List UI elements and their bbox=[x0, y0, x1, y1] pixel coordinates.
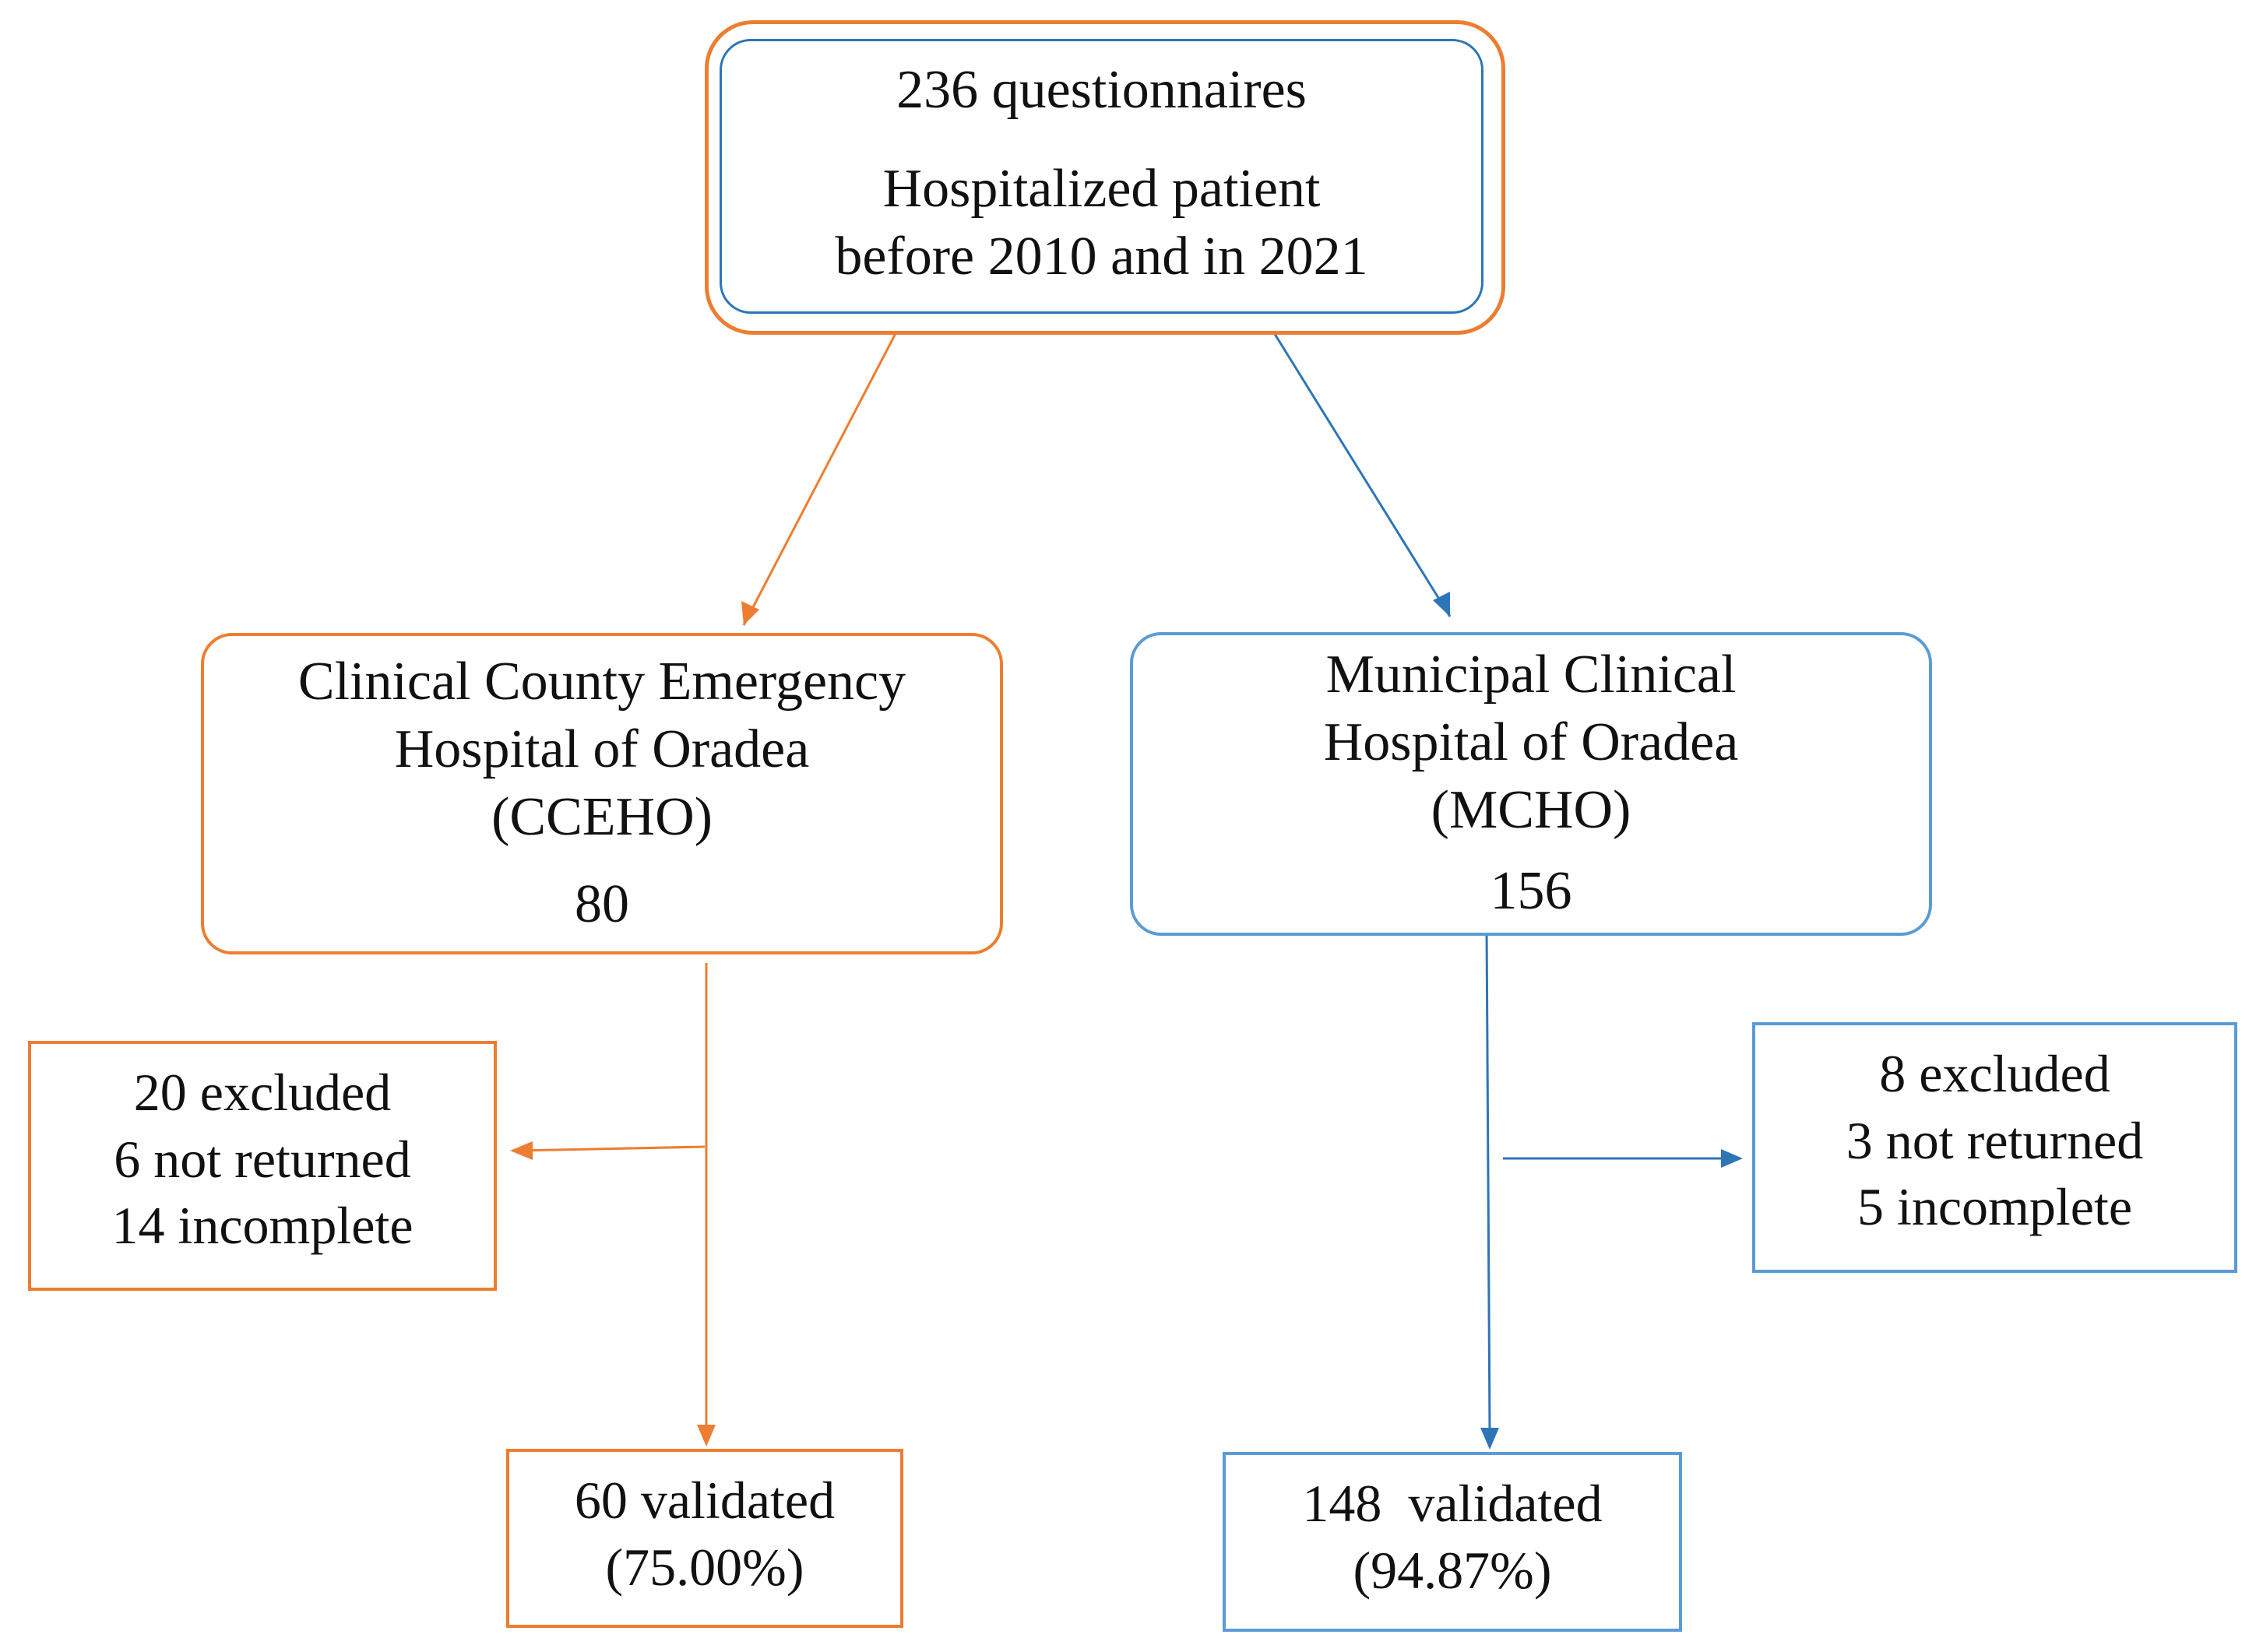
top-node: 236 questionnaires Hospitalized patient … bbox=[720, 39, 1483, 314]
cceho-abbreviation: (CCEHO) bbox=[491, 786, 713, 847]
cceho-incomplete: 14 incomplete bbox=[111, 1196, 414, 1256]
mcho-validated-count: 148 validated bbox=[1302, 1474, 1603, 1533]
cceho-node: Clinical County Emergency Hospital of Or… bbox=[201, 633, 1003, 954]
arrow-mcho-to-validated bbox=[1485, 926, 1491, 1432]
arrow-top-to-cceho bbox=[742, 322, 903, 626]
arrowhead-cceho-validated bbox=[697, 1425, 716, 1446]
cceho-validated-count: 60 validated bbox=[574, 1471, 836, 1530]
mcho-not-returned: 3 not returned bbox=[1846, 1110, 2144, 1170]
cceho-excluded-total: 20 excluded bbox=[133, 1063, 392, 1122]
arrowhead-mcho bbox=[1433, 592, 1450, 617]
cceho-not-returned: 6 not returned bbox=[114, 1129, 411, 1189]
cceho-count: 80 bbox=[575, 874, 629, 935]
mcho-excluded-box: 8 excluded 3 not returned 5 incomplete bbox=[1752, 1022, 2237, 1273]
arrowhead-mcho-excluded bbox=[1721, 1149, 1743, 1168]
questionnaire-count: 236 questionnaires bbox=[896, 60, 1307, 120]
mcho-name-line1: Municipal Clinical bbox=[1325, 645, 1737, 705]
arrow-cceho-to-excluded bbox=[517, 1145, 706, 1152]
arrowhead-mcho-validated bbox=[1480, 1428, 1499, 1450]
arrowhead-cceho-excluded bbox=[510, 1141, 533, 1160]
mcho-name-line2: Hospital of Oradea bbox=[1323, 712, 1739, 772]
mcho-abbreviation: (MCHO) bbox=[1431, 779, 1631, 840]
top-description-line2: before 2010 and in 2021 bbox=[835, 226, 1368, 286]
cceho-name-line2: Hospital of Oradea bbox=[394, 719, 810, 779]
cceho-validated-box: 60 validated (75.00%) bbox=[506, 1449, 903, 1628]
top-description-line1: Hospitalized patient bbox=[882, 158, 1321, 219]
mcho-incomplete: 5 incomplete bbox=[1857, 1177, 2133, 1237]
arrowhead-cceho bbox=[741, 601, 759, 625]
arrow-top-to-mcho bbox=[1265, 321, 1452, 617]
mcho-node: Municipal Clinical Hospital of Oradea (M… bbox=[1130, 632, 1932, 936]
mcho-count: 156 bbox=[1490, 861, 1572, 922]
cceho-excluded-box: 20 excluded 6 not returned 14 incomplete bbox=[28, 1041, 497, 1291]
mcho-excluded-total: 8 excluded bbox=[1879, 1044, 2110, 1103]
cceho-name-line1: Clinical County Emergency bbox=[297, 652, 906, 712]
cceho-validated-percent: (75.00%) bbox=[605, 1537, 804, 1597]
mcho-validated-percent: (94.87%) bbox=[1353, 1540, 1552, 1600]
mcho-validated-box: 148 validated (94.87%) bbox=[1223, 1452, 1682, 1632]
